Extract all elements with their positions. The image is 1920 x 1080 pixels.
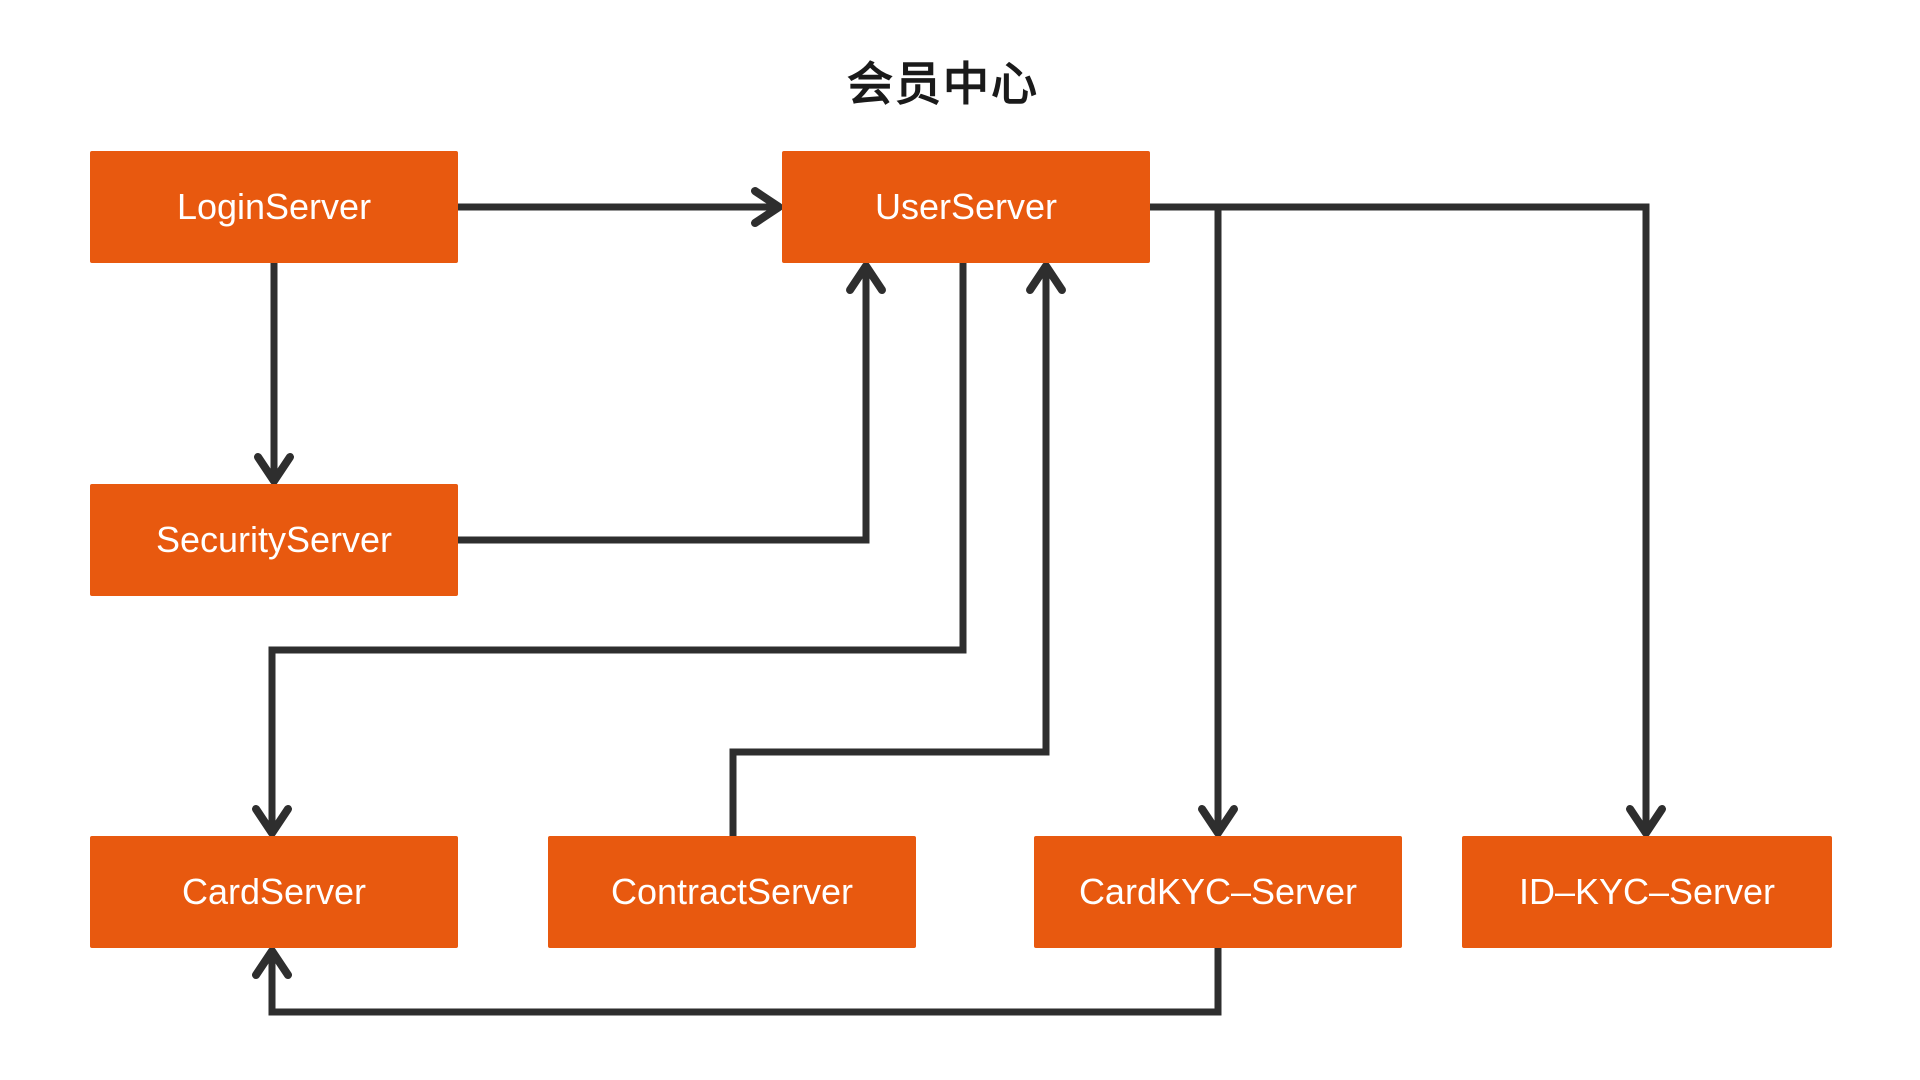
node-contractserver[interactable]: ContractServer [548, 836, 916, 948]
node-userserver[interactable]: UserServer [782, 151, 1150, 263]
arrowhead-icon [252, 947, 292, 979]
edge-cardkyc-server-to-cardserver [252, 947, 1222, 1016]
arrowhead-icon [1626, 805, 1666, 837]
node-cardkyc-server[interactable]: CardKYC–Server [1034, 836, 1402, 948]
edge-line [268, 948, 1222, 1016]
edge-line [1150, 203, 1650, 833]
arrowhead-icon [1026, 262, 1066, 294]
edge-line [729, 266, 1050, 836]
arrowhead-icon [252, 805, 292, 837]
node-label: ID–KYC–Server [1518, 871, 1776, 912]
arrowhead-icon [1198, 805, 1238, 837]
arrowhead-icon [751, 187, 783, 227]
edge-userserver-to-id-kyc-server [1150, 203, 1666, 837]
edge-contractserver-to-userserver [729, 262, 1066, 836]
node-label: CardServer [181, 871, 367, 912]
node-loginserver[interactable]: LoginServer [90, 151, 458, 263]
node-cardserver[interactable]: CardServer [90, 836, 458, 948]
node-label: SecurityServer [155, 519, 393, 560]
edge-loginserver-to-securityserver [254, 263, 294, 485]
node-label: ContractServer [610, 871, 854, 912]
edge-userserver-to-cardserver [252, 263, 967, 837]
edge-loginserver-to-userserver [458, 187, 783, 227]
edge-line [1150, 203, 1222, 833]
node-label: CardKYC–Server [1078, 871, 1358, 912]
node-label: UserServer [874, 186, 1058, 227]
node-label: LoginServer [176, 186, 372, 227]
edge-userserver-to-cardkyc-server [1150, 203, 1238, 837]
arrowhead-icon [846, 262, 886, 294]
arrowhead-icon [254, 453, 294, 485]
edge-line [268, 263, 967, 833]
edge-securityserver-to-userserver [458, 262, 886, 544]
diagram-title: 会员中心 [847, 58, 1039, 110]
node-id-kyc-server[interactable]: ID–KYC–Server [1462, 836, 1832, 948]
edge-line [458, 266, 870, 544]
node-securityserver[interactable]: SecurityServer [90, 484, 458, 596]
